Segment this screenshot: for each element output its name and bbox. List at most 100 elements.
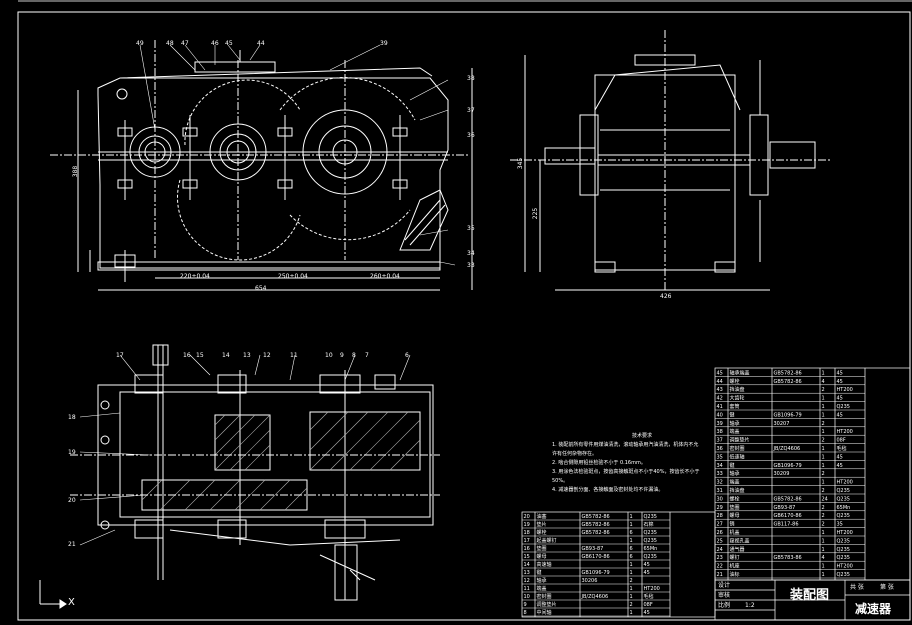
- bom-cell: 40: [717, 412, 723, 418]
- bom-cell: 2: [630, 602, 633, 608]
- bom-cell: 45: [837, 370, 843, 376]
- bom-cell: Q235: [837, 404, 850, 410]
- bom-cell: 螺栓: [730, 495, 740, 502]
- bom-cell: Q235: [644, 530, 657, 536]
- bom-cell: 端盖: [730, 479, 740, 486]
- bom-cell: 2: [822, 522, 825, 528]
- balloon: 38: [467, 75, 475, 82]
- bom-cell: 挡油盘: [730, 386, 745, 393]
- bom-cell: 2: [822, 421, 825, 427]
- balloon: 20: [68, 497, 76, 504]
- bom-cell: 26: [717, 530, 723, 536]
- bom-cell: 1: [822, 463, 825, 469]
- bom-cell: 9: [524, 602, 527, 608]
- bom-cell: 45: [644, 562, 650, 568]
- balloon: 19: [68, 449, 76, 456]
- bom-cell: GB6170-86: [582, 554, 610, 560]
- bom-cell: 油标: [730, 571, 740, 578]
- bom-cell: 25: [717, 538, 723, 544]
- bom-cell: 24: [822, 496, 828, 502]
- bom-cell: 4: [822, 379, 825, 385]
- bom-cell: 19: [524, 522, 530, 528]
- sheet-border: [17, 11, 911, 621]
- bom-cell: 端盖: [537, 585, 547, 592]
- bom-cell: 1: [822, 454, 825, 460]
- bom-cell: 1: [822, 530, 825, 536]
- bom-cell: 37: [717, 438, 723, 444]
- drawing-title: 装配图: [790, 588, 830, 603]
- dim-side-center-height: 225: [532, 207, 540, 220]
- bom-cell: 中间轴: [537, 609, 552, 616]
- bom-cell: GB6170-86: [774, 513, 802, 519]
- bom-cell: 套筒: [730, 403, 740, 410]
- bom-cell: 08F: [644, 602, 653, 608]
- dim-front-center-a: 220±0.04: [180, 273, 210, 280]
- bom-cell: 1: [630, 594, 633, 600]
- bom-cell: 机盖: [730, 529, 740, 536]
- balloon: 36: [467, 132, 475, 139]
- bom-cell: 1: [822, 396, 825, 402]
- bom-cell: 14: [524, 562, 530, 568]
- bom-cell: GB93-87: [774, 505, 796, 511]
- bom-cell: 螺母: [537, 553, 547, 560]
- bom-cell: 45: [837, 396, 843, 402]
- dim-front-center-b: 250±0.04: [278, 273, 308, 280]
- bom-cell: 2: [822, 438, 825, 444]
- bom-cell: 33: [717, 471, 723, 477]
- bom-cell: Q235: [644, 538, 657, 544]
- balloon: 39: [380, 40, 388, 47]
- balloon-leaders: [79, 44, 456, 546]
- bom-cell: 高速轴: [537, 561, 552, 568]
- front-view: [50, 40, 473, 291]
- balloon: 6: [405, 352, 409, 359]
- balloon: 21: [68, 541, 76, 548]
- bom-cell: 调整垫片: [730, 437, 750, 444]
- bom-cell: JB/ZQ4606: [773, 446, 801, 452]
- bom-cell: 1: [822, 370, 825, 376]
- bom-cell: 窥视孔盖: [730, 537, 750, 544]
- bom-cell: GB5782-86: [582, 530, 610, 536]
- side-view: [510, 30, 830, 291]
- bom-cell: 65Mn: [837, 505, 851, 511]
- dim-front-center-c: 260±0.04: [370, 273, 400, 280]
- bom-cell: 键: [730, 462, 735, 469]
- balloon: 8: [352, 352, 356, 359]
- balloon: 47: [181, 40, 189, 47]
- bom-cell: JB/ZQ4606: [581, 594, 609, 600]
- bom-cell: 34: [717, 463, 723, 469]
- bom-cell: 轴承: [730, 420, 740, 427]
- bom-cell: 8: [524, 610, 527, 616]
- bom-cell: 1: [822, 480, 825, 486]
- bom-cell: GB117-86: [774, 522, 799, 528]
- bom-cell: 4: [822, 555, 825, 561]
- dim-side-height: 345: [517, 157, 525, 170]
- bom-cell: 30206: [582, 578, 598, 584]
- bom-cell: 机座: [730, 563, 740, 570]
- bom-cell: 1: [630, 610, 633, 616]
- balloon: 35: [467, 225, 475, 232]
- bom-cell: 螺栓: [730, 378, 740, 385]
- title-block-label: 审核: [718, 592, 731, 599]
- bom-cell: Q235: [644, 514, 657, 520]
- bom-cell: 23: [717, 555, 723, 561]
- bom-cell: GB5782-86: [582, 522, 610, 528]
- bom-cell: 2: [822, 387, 825, 393]
- bom-cell: HT200: [644, 586, 660, 592]
- bom-cell: 45: [837, 379, 843, 385]
- bom-cell: 1: [630, 522, 633, 528]
- bom-cell: 45: [644, 610, 650, 616]
- bom-cell: 35: [837, 522, 843, 528]
- bom-cell: Q235: [644, 554, 657, 560]
- bom-cell: 1: [822, 572, 825, 578]
- bom-cell: 挡油盘: [730, 487, 745, 494]
- title-block-label: 比例: [718, 602, 731, 609]
- bom-cell: 端盖: [730, 428, 740, 435]
- bom-cell: Q235: [837, 538, 850, 544]
- note-item: 2. 啮合侧隙用铅丝检验不小于 0.16mm。: [552, 460, 646, 466]
- bom-cell: 22: [717, 564, 723, 570]
- technical-notes: 技术要求 1. 装配前所有零件用煤油清洗，滚动轴承用汽油清洗，机体内不允许有任何…: [552, 432, 702, 495]
- bom-cell: 1: [822, 547, 825, 553]
- bom-cell: 低速轴: [730, 453, 745, 460]
- bom-cell: HT200: [837, 387, 853, 393]
